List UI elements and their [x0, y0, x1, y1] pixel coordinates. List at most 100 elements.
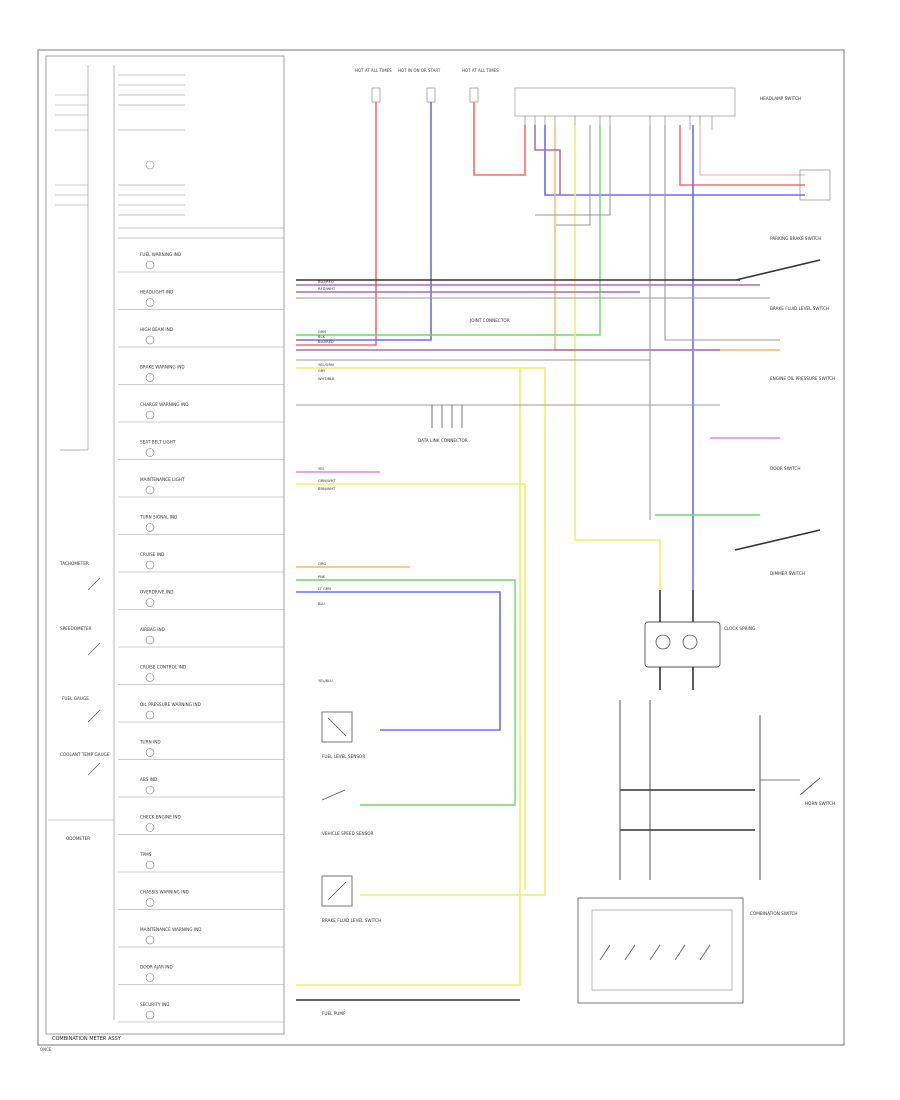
wire-purple: [296, 125, 760, 351]
indicator-item: TURN IND: [118, 740, 284, 760]
indicator-lamp-icon: [145, 598, 155, 607]
top-fuses: HOT AT ALL TIMES HOT IN ON OR START HOT …: [355, 68, 499, 103]
indicator-label: HIGH BEAM IND: [140, 327, 173, 332]
wire-yellow: [296, 125, 661, 986]
gauge-fuel-symbol: [87, 709, 101, 723]
indicator-item: CHASSIS WARNING IND: [118, 890, 284, 910]
indicator-label: ABS IND: [140, 777, 157, 782]
indicator-label: SEAT BELT LIGHT: [140, 440, 176, 445]
wire-code-label: YEL/BLU: [318, 679, 333, 683]
horn-switch-label: HORN SWITCH: [805, 801, 835, 806]
data-link-connector: [431, 405, 463, 428]
wire-pink: [699, 125, 805, 176]
indicator-item: TURN SIGNAL IND: [118, 515, 284, 535]
wire-code-label: GRN/WHT: [318, 479, 336, 483]
wire-dark: [296, 259, 821, 1001]
indicator-item: TPMS: [118, 852, 284, 873]
indicator-label: MAINTENANCE WARNING IND: [140, 927, 201, 932]
wire-code-label: PNK: [318, 575, 326, 579]
gauge-tachometer-symbol: [87, 577, 101, 591]
indicator-lamp-icon: [145, 785, 155, 795]
fuel-level-sensor-box: [321, 711, 353, 743]
gauge-coolant-label: COOLANT TEMP GAUGE: [60, 752, 110, 757]
indicator-lamp-icon: [145, 410, 155, 420]
wire-code-label: GRY: [318, 369, 326, 373]
engine-oil-pressure-label: ENGINE OIL PRESSURE SWITCH: [770, 376, 835, 381]
indicator-item: OVERDRIVE IND: [118, 590, 284, 610]
gauge-coolant-symbol: [87, 762, 101, 776]
wire-code-label: RED/WHT: [318, 287, 336, 291]
wire-blue: [296, 102, 805, 731]
indicator-label: HEADLIGHT IND: [140, 290, 173, 295]
left-tick-marks: [55, 94, 88, 206]
indicator-lamp-icon: [145, 373, 155, 382]
junction-block: [514, 87, 736, 117]
brake-fluid-switch-box: [321, 875, 353, 907]
indicator-label: TURN SIGNAL IND: [139, 515, 177, 520]
indicator-label: OIL PRESSURE WARNING IND: [140, 702, 201, 707]
wire-orange: [296, 125, 780, 568]
vehicle-speed-sensor-label: VEHICLE SPEED SENSOR: [322, 831, 374, 836]
indicator-lamp-icon: [145, 560, 155, 570]
clock-spring-label: CLOCK SPRING: [724, 626, 755, 631]
fuel-pump-label: FUEL PUMP: [322, 1011, 346, 1016]
indicator-item: MAINTENANCE WARNING IND: [118, 927, 284, 948]
indicator-item: OIL PRESSURE WARNING IND: [118, 702, 284, 723]
indicator-lamp-icon: [145, 1010, 155, 1020]
fuse-1-symbol: [371, 87, 381, 103]
combination-switch-contacts: [599, 944, 711, 961]
clock-spring-box: [644, 621, 721, 668]
wire-code-label: LT GRN: [318, 587, 331, 591]
right-components: HEADLAMP SWITCH PARKING BRAKE SWITCH BRA…: [760, 96, 835, 806]
diagram-frame: [37, 49, 845, 1046]
junction-pins: [524, 116, 713, 130]
brake-fluid-switch-label: BRAKE FLUID LEVEL SWITCH: [322, 918, 381, 923]
gauge-speedometer-label: SPEEDOMETER: [60, 626, 91, 631]
wire-code-label: GRN: [318, 330, 326, 334]
joint-connector-label: JOINT CONNECTOR: [469, 318, 510, 323]
indicator-label: MAINTENANCE LIGHT: [140, 477, 185, 482]
indicator-label: CHASSIS WARNING IND: [140, 890, 189, 895]
indicator-label: CHARGE WARNING IND: [140, 402, 188, 407]
indicator-lamp-icon: [145, 673, 155, 682]
indicator-item: CRUISE IND: [118, 552, 284, 573]
parking-brake-switch-label: PARKING BRAKE SWITCH: [770, 236, 821, 241]
indicator-item: ABS IND: [118, 777, 284, 798]
wire-magenta: [296, 437, 780, 473]
indicator-label: SECURITY IND: [140, 1002, 169, 1007]
indicator-label: OVERDRIVE IND: [140, 590, 173, 595]
wire-gray: [296, 125, 780, 520]
indicator-label: TURN IND: [139, 740, 161, 745]
indicator-item: MAINTENANCE LIGHT: [118, 477, 284, 498]
indicator-label: AIRBAG IND: [140, 627, 165, 632]
wire-code-label: BRN/WHT: [318, 487, 336, 491]
fuse-2-symbol: [426, 87, 436, 103]
wire-code-labels: BLU/REDRED/WHTGRNBLKBLU/REDYEL/GRNGRYWHT…: [318, 280, 336, 683]
combination-switch-box: [577, 897, 744, 1004]
fuse-1-label: HOT AT ALL TIMES: [355, 68, 392, 73]
indicator-lamp-icon: [145, 260, 155, 270]
indicator-item: HEADLIGHT IND: [118, 290, 284, 310]
indicator-item: HIGH BEAM IND: [118, 327, 284, 348]
brake-fluid-level-label: BRAKE FLUID LEVEL SWITCH: [770, 306, 829, 311]
indicator-label: CRUISE IND: [140, 552, 164, 557]
indicator-lamp-icon: [145, 935, 155, 945]
top-switch-group: [118, 74, 284, 239]
mid-components: DATA LINK CONNECTOR JOINT CONNECTOR FUEL…: [321, 318, 510, 1016]
indicator-lamp-icon: [145, 823, 155, 832]
headlamp-switch-box: [799, 169, 831, 201]
wire-code-label: BLU/RED: [318, 340, 334, 344]
indicator-lamp-icon: [145, 635, 155, 645]
dimmer-switch-label: DIMMER SWITCH: [770, 571, 805, 576]
indicator-lamp-icon: [145, 298, 155, 307]
clock-spring-pins: [659, 590, 694, 690]
wire-green: [296, 125, 760, 806]
wire-code-label: BLK: [318, 335, 325, 339]
indicator-label: TPMS: [139, 852, 152, 857]
cluster-title: COMBINATION METER ASSY: [52, 1036, 122, 1042]
gauge-fuel-label: FUEL GAUGE: [62, 696, 89, 701]
indicator-label: DOOR AJAR IND: [140, 965, 173, 970]
wire-code-label: YEL: [318, 467, 324, 471]
indicator-item: SECURITY IND: [118, 1002, 284, 1023]
